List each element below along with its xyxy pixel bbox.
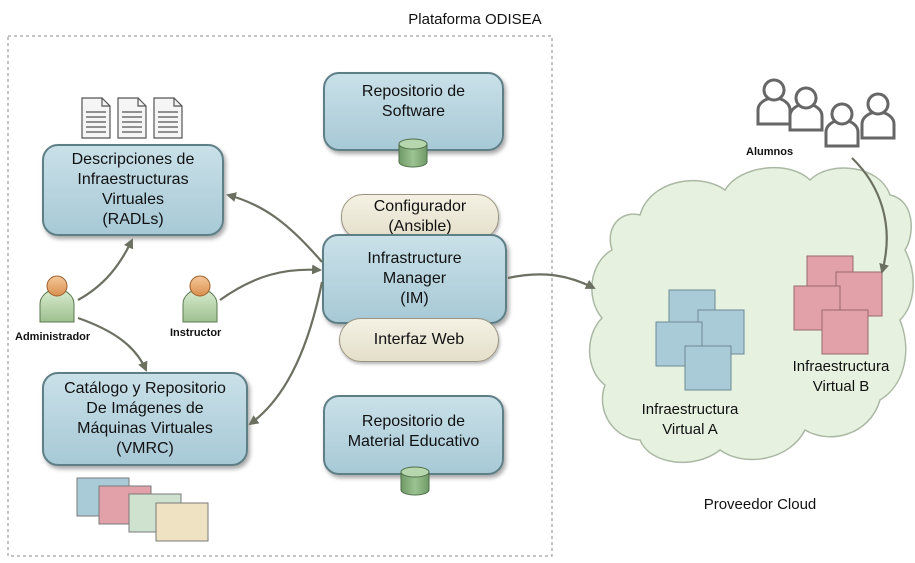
database-icon [400,466,430,496]
administrador-label: Administrador [15,331,91,343]
vm-image-stack-icon [76,477,209,542]
arrow-im-to-catalogo [248,281,324,426]
interfaz-web-node: Interfaz Web [339,318,499,362]
catalogo-node: Catálogo y Repositorio De Imágenes de Má… [42,372,248,466]
cloud-shape [588,167,914,463]
document-icon [81,97,111,139]
administrador-person-icon [39,275,75,323]
arrow-instructor-to-im [219,264,322,301]
repo-material-node: Repositorio de Material Educativo [323,395,504,475]
arrow-im-to-descripciones [226,192,323,263]
arrow-alumnos-to-infra-b [851,157,889,274]
arrow-admin-to-descripciones [77,238,134,301]
platform-boundary [7,35,553,557]
infra-a-label: Infraestructura Virtual A [641,401,739,438]
descripciones-node: Descripciones de Infraestructuras Virtua… [42,144,224,236]
alumnos-group-icon [756,78,896,148]
infra-a-vm-icons [655,289,745,391]
infra-b-label: Infraestructura Virtual B [792,358,890,395]
platform-title: Plataforma ODISEA [408,11,542,28]
document-icon [117,97,147,139]
database-icon [398,138,428,168]
instructor-person-icon [182,275,218,323]
provider-label: Proveedor Cloud [703,496,817,513]
im-node: Infrastructure Manager (IM) [322,234,507,324]
document-icon [153,97,183,139]
alumnos-label: Alumnos [746,146,794,158]
arrow-admin-to-catalogo [77,316,148,372]
repo-software-node: Repositorio de Software [323,72,504,151]
infra-b-vm-icons [793,255,883,355]
arrow-im-to-cloud [507,273,596,289]
instructor-label: Instructor [170,327,222,339]
